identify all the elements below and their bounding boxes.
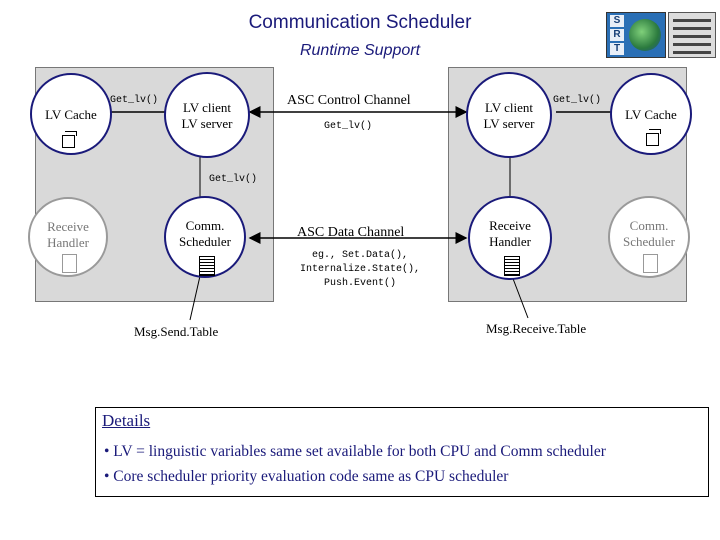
left-comm-scheduler-node: Comm. Scheduler: [164, 196, 246, 278]
left-comm-label-2: Scheduler: [179, 234, 231, 249]
details-bullet-2: • Core scheduler priority evaluation cod…: [104, 468, 509, 485]
left-lv-server-label: LV server: [181, 116, 233, 131]
right-lv-client-label: LV client: [484, 100, 534, 115]
data-channel-call-3: Push.Event(): [323, 278, 396, 289]
right-comm-label-2: Scheduler: [623, 234, 675, 249]
details-box: Details • LV = linguistic variables same…: [95, 407, 709, 497]
logo-letter-t: T: [610, 43, 624, 55]
left-lv-cache-node: LV Cache: [30, 73, 112, 155]
comm-scheduler-icon: [643, 254, 658, 273]
left-receive-handler-node: Receive Handler: [28, 197, 108, 277]
partner-logo: [668, 12, 716, 58]
cache-icon: [62, 131, 77, 148]
left-comm-label-1: Comm.: [185, 218, 225, 233]
right-lv-cache-label: LV Cache: [625, 107, 677, 122]
data-channel-label: ASC Data Channel: [297, 225, 405, 240]
control-channel-call: Get_lv(): [324, 121, 373, 132]
left-lv-cache-label: LV Cache: [45, 107, 97, 122]
data-channel-call-1: eg., Set.Data(),: [311, 250, 408, 261]
receive-table-icon: [504, 256, 520, 276]
logo-letter-s: S: [610, 15, 624, 27]
data-channel-call-2: Internalize.State(),: [299, 264, 421, 275]
right-comm-label-1: Comm.: [629, 218, 669, 233]
left-lv-client-label: LV client: [182, 100, 232, 115]
middle-get-lv-label: Get_lv(): [209, 174, 258, 185]
left-lv-client-server-node: LV client LV server: [164, 72, 250, 158]
left-receive-label-2: Handler: [47, 235, 89, 250]
right-comm-scheduler-node: Comm. Scheduler: [608, 196, 690, 278]
left-receive-label-1: Receive: [47, 219, 89, 234]
right-get-lv-label: Get_lv(): [553, 95, 602, 106]
right-receive-handler-node: Receive Handler: [468, 196, 552, 280]
control-channel-label: ASC Control Channel: [287, 93, 411, 108]
cache-icon: [646, 129, 661, 146]
srt-logo: S R T: [606, 12, 666, 58]
right-receive-label-1: Receive: [489, 218, 531, 233]
receive-table-label: Msg.Receive.Table: [486, 321, 587, 336]
details-bullet-1: • LV = linguistic variables same set ava…: [104, 443, 606, 460]
right-lv-client-server-node: LV client LV server: [466, 72, 552, 158]
globe-icon: [629, 19, 661, 51]
receive-handler-icon: [62, 254, 77, 273]
slide-subtitle: Runtime Support: [299, 42, 421, 59]
right-lv-server-label: LV server: [483, 116, 535, 131]
send-table-icon: [199, 256, 215, 276]
right-receive-label-2: Handler: [489, 234, 531, 249]
logo-letter-r: R: [610, 29, 624, 41]
left-get-lv-label: Get_lv(): [110, 95, 159, 106]
slide-title: Communication Scheduler: [248, 12, 472, 33]
right-lv-cache-node: LV Cache: [610, 73, 692, 155]
send-table-label: Msg.Send.Table: [134, 324, 219, 339]
details-heading: Details: [102, 411, 151, 430]
